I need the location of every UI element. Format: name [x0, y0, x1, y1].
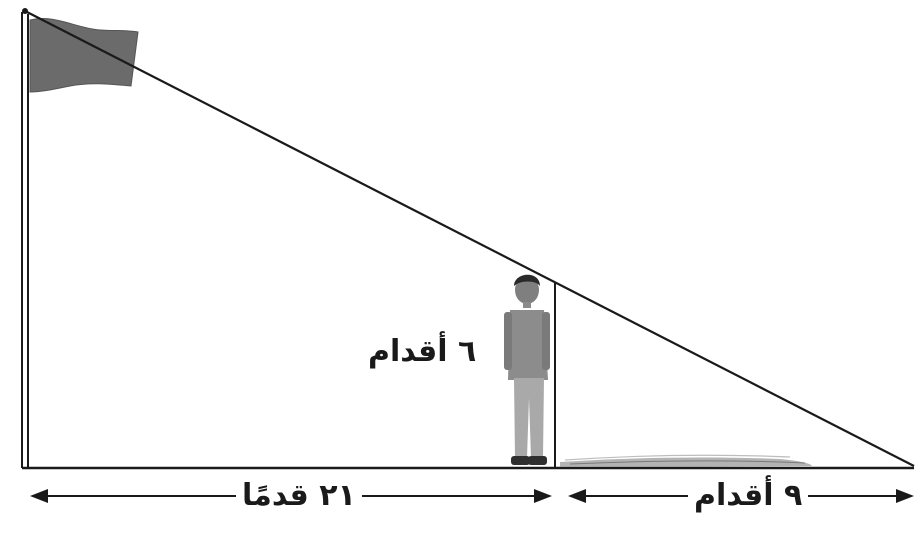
shadow-length-label: ٩ أقدام [688, 478, 809, 513]
person-height-label: ٦ أقدام [368, 334, 477, 369]
flagpole [21, 8, 29, 468]
shadow [560, 454, 812, 467]
hypotenuse-line [24, 10, 915, 467]
boy-figure [504, 274, 550, 465]
distance-to-person-label: ٢١ قدمًا [236, 478, 362, 513]
flag [29, 18, 139, 93]
